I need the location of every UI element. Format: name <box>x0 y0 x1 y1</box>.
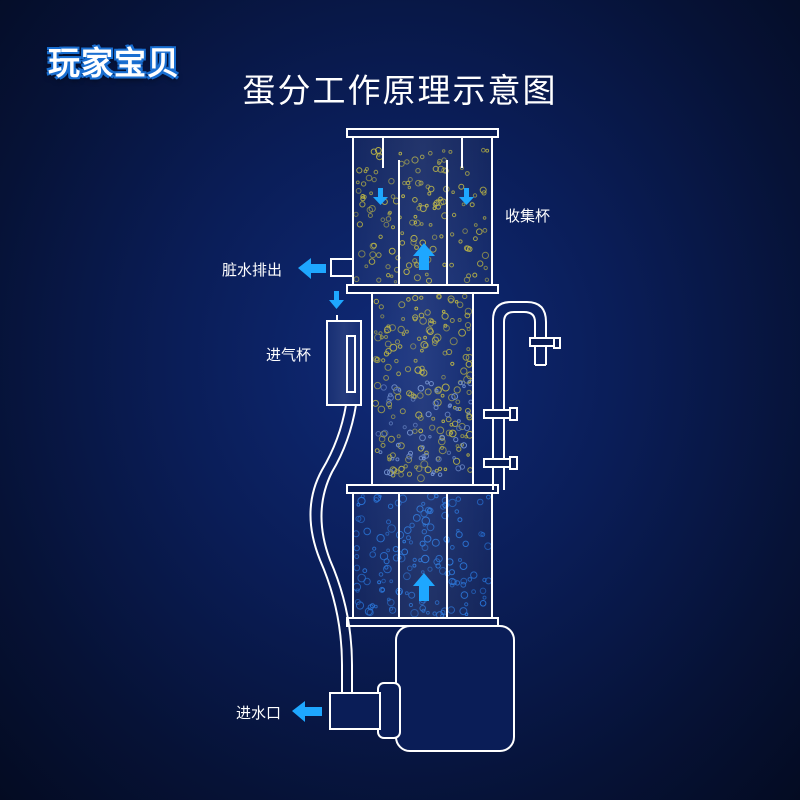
arrow-down-icon <box>459 188 474 205</box>
arrow-down-icon <box>373 188 388 205</box>
return-pipe <box>483 301 561 490</box>
dirty-water-spout <box>330 258 353 277</box>
pump <box>309 404 515 752</box>
page-title: 蛋分工作原理示意图 <box>242 71 558 110</box>
collection-cup-label: 收集杯 <box>505 207 551 225</box>
air-intake-cup <box>326 315 362 406</box>
dirty-water-outlet-label: 脏水排出 <box>222 261 283 279</box>
arrow-up-icon <box>413 243 435 270</box>
arrow-left-icon <box>292 701 322 722</box>
air-intake-cup-label: 进气杯 <box>266 346 312 364</box>
collection-cup <box>346 128 499 294</box>
arrow-left-icon <box>298 258 326 279</box>
arrow-down-icon <box>329 291 344 309</box>
brand-logo: 玩家宝贝 <box>48 44 181 82</box>
arrow-up-icon <box>413 573 435 601</box>
water-inlet-label: 进水口 <box>236 704 282 722</box>
bottom-chamber <box>346 492 499 627</box>
reaction-tube <box>346 292 499 494</box>
